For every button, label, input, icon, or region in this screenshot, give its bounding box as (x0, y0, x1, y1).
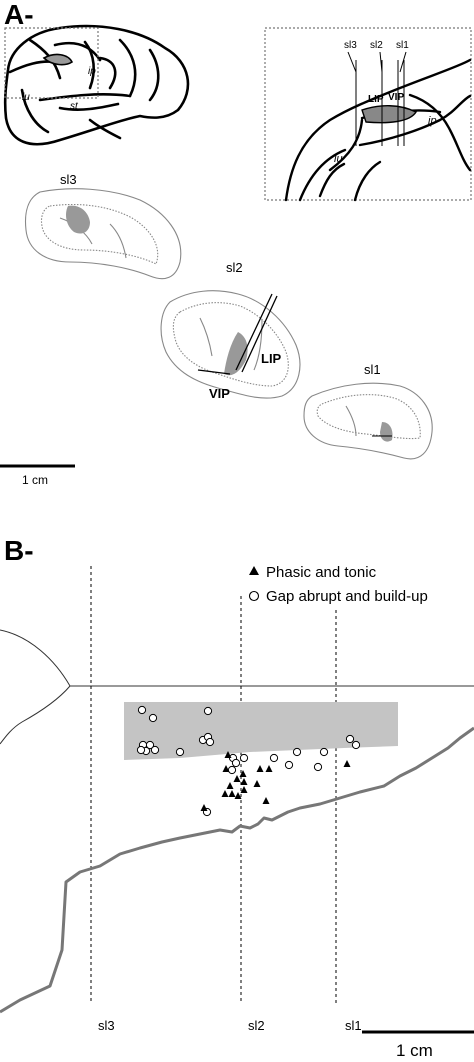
gap-neuron-marker (269, 753, 279, 763)
gap-neuron-marker (203, 706, 213, 716)
gap-neuron-marker (284, 760, 294, 770)
gap-neuron-marker (136, 745, 146, 755)
brain-inset-box (4, 27, 99, 99)
gap-neuron-marker (345, 734, 355, 744)
inset-label-sl3: sl3 (344, 40, 357, 51)
phasic-neuron-marker (200, 804, 208, 811)
panel-b-scale-label: 1 cm (396, 1041, 433, 1060)
inset-label-ip: ip (428, 115, 437, 127)
gap-neuron-marker (292, 747, 302, 757)
section-sl1 (303, 382, 433, 460)
brain-label-st: st (70, 101, 79, 112)
phasic-neuron-marker (343, 760, 351, 767)
panel-b-label: B- (4, 535, 34, 566)
slice-label-sl2: sl2 (248, 1018, 265, 1033)
gap-neuron-marker (150, 745, 160, 755)
inset-label-vip: VIP (388, 92, 404, 103)
panel-a-label: A- (4, 0, 34, 30)
inset-slice-lines (347, 51, 407, 146)
section-label-sl2: sl2 (226, 260, 243, 275)
legend-triangle-icon (249, 566, 259, 575)
phasic-neuron-marker (226, 782, 234, 789)
lip-recording-region (124, 702, 398, 760)
section-label-sl1: sl1 (364, 362, 381, 377)
gap-neuron-marker (231, 758, 241, 768)
filled-triangle-markers (200, 751, 351, 811)
section-sl3 (24, 188, 182, 280)
phasic-neuron-marker (265, 765, 273, 772)
phasic-neuron-marker (240, 786, 248, 793)
gap-neuron-marker (205, 737, 215, 747)
phasic-neuron-marker (239, 770, 247, 777)
brain-lateral-view (3, 24, 190, 146)
gap-neuron-marker (351, 740, 361, 750)
inset-label-lu: lu (334, 153, 343, 165)
slice-label-sl3: sl3 (98, 1018, 115, 1033)
slice-lines (90, 566, 337, 1004)
legend-label-gap: Gap abrupt and build-up (266, 588, 428, 605)
cortex-boundary-line (0, 726, 474, 1014)
gap-neuron-marker (319, 747, 329, 757)
gap-neuron-marker (137, 705, 147, 715)
inset-label-lip: LIP (368, 94, 384, 105)
phasic-neuron-marker (221, 790, 229, 797)
phasic-neuron-marker (234, 792, 242, 799)
phasic-neuron-marker (256, 765, 264, 772)
legend-label-phasic: Phasic and tonic (266, 564, 377, 581)
gap-neuron-marker (239, 753, 249, 763)
section-sl1-region (380, 422, 393, 442)
gap-neuron-marker (148, 713, 158, 723)
inset-lip-region (361, 105, 417, 124)
cortex-outline (0, 629, 474, 745)
gap-neuron-marker (313, 762, 323, 772)
brain-lip-region (42, 53, 74, 66)
brain-label-ip: ip (88, 66, 96, 77)
phasic-neuron-marker (222, 765, 230, 772)
inset-frame (264, 27, 472, 201)
slice-label-sl1: sl1 (345, 1018, 362, 1033)
phasic-neuron-marker (262, 797, 270, 804)
inset-label-sl1: sl1 (396, 40, 409, 51)
phasic-neuron-marker (240, 778, 248, 785)
section-sl2 (160, 290, 301, 399)
section-label-lip: LIP (261, 351, 282, 366)
inset-label-sl2: sl2 (370, 40, 383, 51)
phasic-neuron-marker (228, 790, 236, 797)
section-sl2-region (224, 332, 248, 376)
phasic-neuron-marker (224, 751, 232, 758)
gap-neuron-marker (145, 740, 155, 750)
section-sl3-region (66, 205, 90, 234)
legend: Phasic and tonic Gap abrupt and build-up (248, 564, 428, 605)
inset-sulci (284, 58, 472, 202)
gap-neuron-marker (227, 765, 237, 775)
section-sl2-electrodes (197, 293, 278, 375)
section-label-sl3: sl3 (60, 172, 77, 187)
legend-circle-icon (248, 590, 260, 602)
phasic-neuron-marker (253, 780, 261, 787)
panel-a-scale-label: 1 cm (22, 473, 48, 487)
phasic-neuron-marker (233, 775, 241, 782)
gap-neuron-marker (175, 747, 185, 757)
section-label-vip: VIP (209, 386, 230, 401)
brain-label-lu: lu (22, 92, 30, 103)
